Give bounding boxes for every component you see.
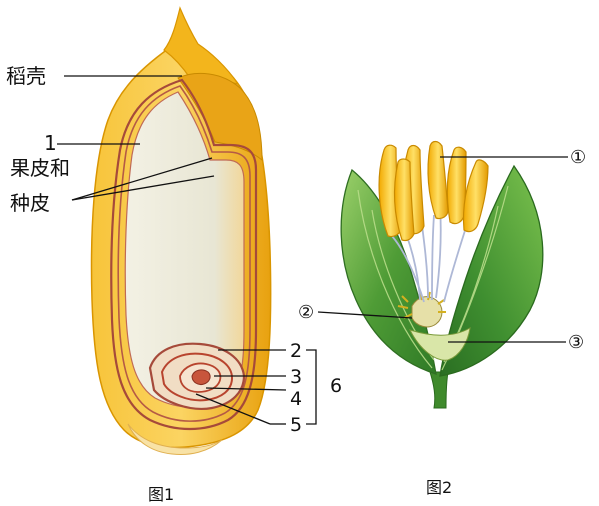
label-pericarp-line1: 果皮和 — [10, 156, 70, 180]
label-part-1: 1 — [44, 131, 57, 155]
label-circle-3: ③ — [568, 332, 584, 353]
label-part-6: 6 — [330, 375, 342, 397]
figure1-caption: 图1 — [148, 485, 174, 504]
label-circle-1: ① — [570, 147, 586, 168]
label-part-4: 4 — [290, 388, 302, 410]
flower-stalk — [430, 372, 448, 408]
label-pericarp-line2: 种皮 — [10, 191, 50, 215]
figure2-rice-flower: ① ② ③ 图2 — [298, 142, 586, 498]
figure2-caption: 图2 — [426, 478, 452, 497]
label-part-2: 2 — [290, 340, 302, 362]
label-part-3: 3 — [290, 366, 302, 388]
label-husk: 稻壳 — [6, 64, 46, 88]
label-part-5: 5 — [290, 414, 302, 436]
figure1-rice-grain: 稻壳 1 果皮和 种皮 2 3 4 5 6 图1 — [6, 8, 342, 504]
label-circle-2: ② — [298, 302, 314, 323]
